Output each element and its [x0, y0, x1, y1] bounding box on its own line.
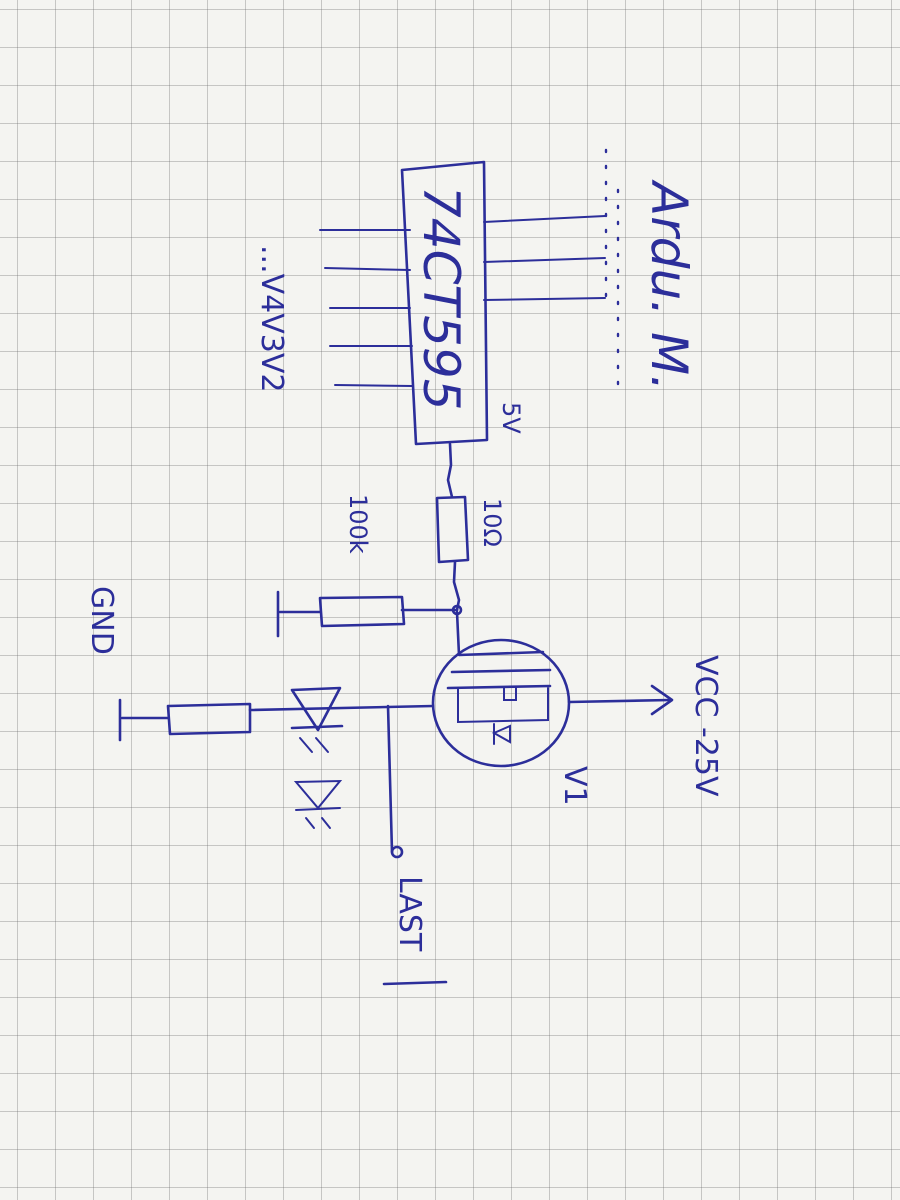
gate-drive: 10Ω	[435, 442, 506, 616]
pulldown: 100k	[276, 494, 459, 638]
bus-line-1	[483, 215, 606, 223]
supply-5v-label: 5V	[497, 402, 525, 434]
output-pin-5	[334, 384, 413, 387]
resistor-100k	[318, 595, 406, 628]
channel	[446, 684, 552, 690]
vcc-supply: VCC -25V	[567, 655, 723, 797]
arduino-bus: Ardu. M.	[483, 148, 698, 397]
indicator-led	[290, 686, 344, 829]
transistor-label: V1	[557, 766, 592, 806]
vcc-label: VCC -25V	[688, 655, 723, 797]
resistor-10-ohm	[435, 495, 470, 564]
second-led-icon	[293, 779, 343, 829]
body-diode-icon	[491, 723, 511, 745]
output-pin-2	[324, 267, 411, 271]
gate-plate	[450, 668, 552, 674]
gate-lead	[455, 610, 545, 657]
mosfet-v1: V1	[431, 610, 592, 806]
wire-source-to-vcc	[567, 698, 672, 704]
bus-line-2	[483, 257, 606, 263]
ic-output-pins: ...V4V3V2	[254, 229, 413, 392]
load-terminal	[390, 845, 404, 859]
led-diode-icon	[290, 686, 342, 732]
ic-74ct595: 74CT595	[400, 160, 489, 446]
light-ray-2	[315, 737, 329, 753]
bus-line-3	[483, 297, 606, 301]
load-label: LAST	[392, 876, 427, 952]
arduino-label: Ardu. M.	[640, 179, 698, 391]
led-bar	[290, 724, 344, 730]
wire-drain-to-load	[386, 704, 394, 854]
ic-body	[400, 160, 489, 446]
r-series-label: 10Ω	[478, 498, 506, 547]
drain-source-leads	[457, 687, 549, 724]
led-resistor-ground: GND	[84, 586, 252, 742]
vcc-arrow-icon	[650, 684, 674, 716]
wire-r-to-gate-node	[452, 560, 461, 612]
r-pulldown-label: 100k	[344, 494, 372, 554]
ic-label: 74CT595	[412, 186, 470, 411]
resistor-led	[166, 702, 252, 736]
load-label-underline	[382, 980, 448, 986]
wire-drain-to-led	[248, 704, 435, 712]
body-connection	[503, 687, 517, 701]
light-ray-1	[299, 737, 313, 753]
wire-ic-to-r	[446, 442, 454, 499]
gnd-label: GND	[84, 586, 119, 655]
outputs-label: ...V4V3V2	[254, 245, 289, 392]
drain-network: LAST	[248, 704, 448, 986]
